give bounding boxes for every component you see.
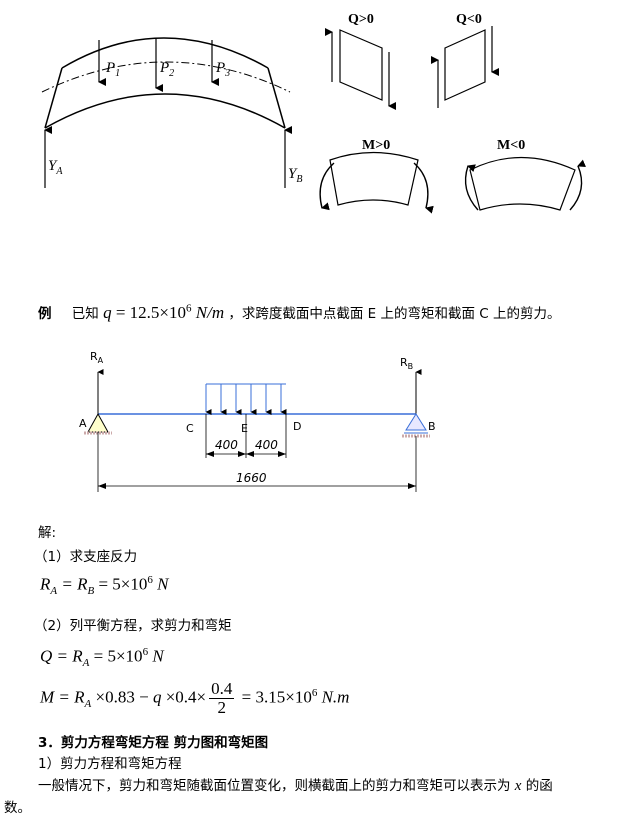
- example-line: 例 已知 q = 12.5×106 N/m ，求跨度截面中点截面 E 上的弯矩和…: [38, 302, 561, 323]
- sign-convention-figure: [319, 26, 586, 214]
- section3-paragraph-line1: 一般情况下，剪力和弯矩随截面位置变化，则横截面上的剪力和弯矩可以表示为 x 的函: [38, 778, 553, 794]
- equation-shear: Q = RA = 5×106 N: [40, 646, 164, 670]
- neutral-axis: [41, 61, 291, 93]
- sign-label-m-positive: M>0: [362, 138, 391, 153]
- beam-top-edge: [61, 37, 269, 69]
- solution-step1: （1）求支座反力: [34, 549, 138, 565]
- pin-support-a: [87, 412, 109, 433]
- dim-label-400-left: 400: [215, 438, 238, 452]
- load-label-p1: P1: [106, 60, 121, 79]
- roller-support-b: [405, 413, 427, 431]
- shear-negative-element: [444, 29, 486, 101]
- moment-negative-element: [469, 157, 576, 211]
- moment-positive-element: [329, 151, 419, 206]
- section3-heading: 3．剪力方程弯矩方程 剪力图和弯矩图: [38, 735, 269, 751]
- section3-paragraph-line2: 数。: [4, 800, 31, 816]
- point-label-c: C: [186, 422, 194, 435]
- example-text-after: ，求跨度截面中点截面 E 上的弯矩和截面 C 上的剪力。: [228, 306, 561, 322]
- load-label-p3: P3: [216, 60, 231, 79]
- beam-bottom-edge: [44, 93, 286, 129]
- dim-label-400-right: 400: [255, 438, 278, 452]
- beam-bending-figure: [41, 37, 292, 188]
- example-label: 例: [38, 306, 52, 322]
- section3-subheading: 1）剪力方程和弯矩方程: [38, 756, 182, 772]
- example-text-before: 已知: [71, 306, 99, 322]
- reaction-label-ya: YA: [48, 158, 63, 177]
- equation-reactions: RA = RB = 5×106 N: [40, 574, 169, 598]
- solution-step2: （2）列平衡方程，求剪力和弯矩: [34, 618, 232, 634]
- sign-label-m-negative: M<0: [497, 138, 526, 153]
- point-label-d: D: [293, 420, 302, 433]
- shear-positive-element: [339, 29, 383, 101]
- point-label-b: B: [428, 420, 436, 433]
- reaction-label-ra: RA: [90, 350, 104, 366]
- solution-title: 解:: [38, 525, 57, 541]
- reaction-label-rb: RB: [400, 356, 414, 372]
- reaction-label-yb: YB: [288, 166, 303, 185]
- point-label-e: E: [241, 422, 248, 435]
- simply-supported-beam-figure: [84, 369, 430, 492]
- point-label-a: A: [79, 417, 87, 430]
- sign-label-q-positive: Q>0: [348, 12, 374, 27]
- load-label-p2: P2: [160, 60, 175, 79]
- sign-label-q-negative: Q<0: [456, 12, 482, 27]
- example-formula: q = 12.5×106 N/m: [103, 302, 225, 322]
- dim-label-1660: 1660: [236, 471, 267, 485]
